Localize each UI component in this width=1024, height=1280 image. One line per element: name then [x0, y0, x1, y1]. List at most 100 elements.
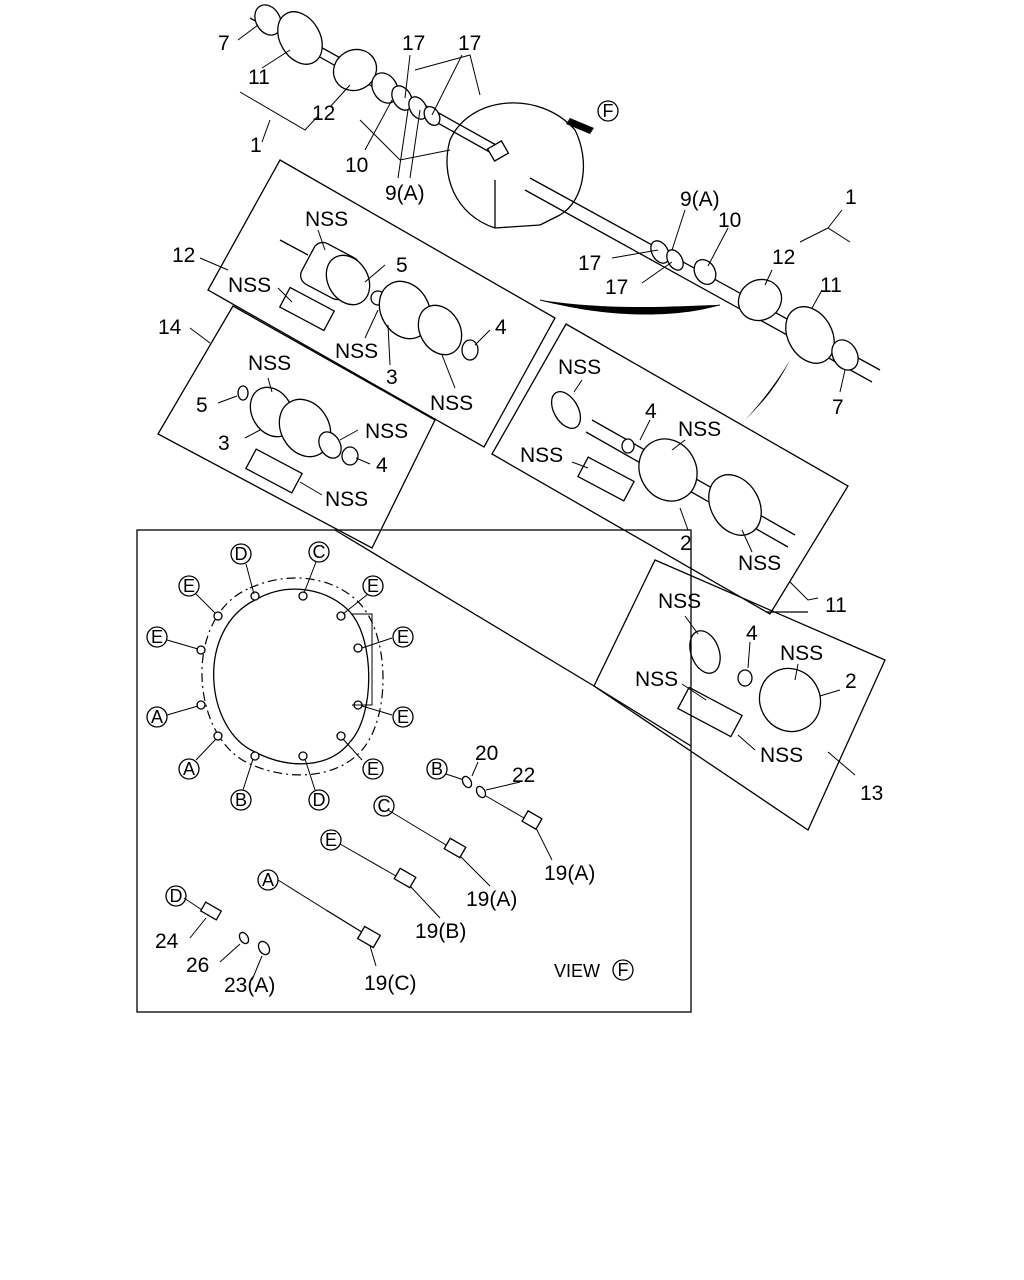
label-5: 5 [196, 394, 208, 417]
label-19a: 19(A) [544, 862, 595, 885]
nss-label: NSS [325, 488, 368, 511]
label-1: 1 [250, 134, 262, 157]
svg-text:E: E [367, 759, 379, 779]
label-4: 4 [376, 454, 388, 477]
hole-letter-e: E [362, 758, 384, 780]
nss-label: NSS [365, 420, 408, 443]
hole-letter-c: C [308, 541, 330, 563]
view-title: VIEW [554, 961, 600, 981]
hole-letter-e: E [392, 626, 414, 648]
view-letter: F [618, 960, 629, 980]
nss-label: NSS [635, 668, 678, 691]
direction-letter: F [603, 101, 614, 121]
nss-label: NSS [780, 642, 823, 665]
label-19c: 19(C) [364, 972, 417, 995]
box-label-11: 11 [825, 594, 847, 617]
kit-box-13: 13 [593, 559, 886, 831]
svg-text:C: C [313, 542, 326, 562]
label-17: 17 [578, 252, 601, 275]
nss-label: NSS [335, 340, 378, 363]
nss-label: NSS [228, 274, 271, 297]
box-label-12: 12 [172, 244, 195, 267]
label-3: 3 [218, 432, 230, 455]
direction-arrow: F [566, 100, 619, 134]
label-11: 11 [820, 274, 842, 297]
fastener-letter-c: C [373, 795, 395, 817]
fastener-letter-e: E [320, 829, 342, 851]
svg-text:A: A [151, 707, 163, 727]
kit-box-12: 12 [172, 159, 556, 448]
svg-text:A: A [183, 759, 195, 779]
hole-letter-e: E [362, 575, 384, 597]
nss-label: NSS [658, 590, 701, 613]
nss-label: NSS [760, 744, 803, 767]
label-17: 17 [458, 32, 481, 55]
kit-box-14: 14 [157, 305, 436, 549]
nss-label: NSS [738, 552, 781, 575]
label-7: 7 [832, 396, 844, 419]
label-23a: 23(A) [224, 974, 275, 997]
box-label-13: 13 [860, 782, 883, 805]
hole-letter-e: E [146, 626, 168, 648]
svg-text:E: E [325, 830, 337, 850]
fastener-letter-b: B [426, 758, 448, 780]
hole-letter-a: A [178, 758, 200, 780]
label-4: 4 [495, 316, 507, 339]
label-12: 12 [312, 102, 335, 125]
svg-text:E: E [367, 576, 379, 596]
label-5: 5 [396, 254, 408, 277]
left-drive-shaft [249, 4, 510, 162]
svg-text:B: B [235, 790, 247, 810]
right-drive-shaft [524, 177, 881, 420]
label-17: 17 [605, 276, 628, 299]
nss-label: NSS [248, 352, 291, 375]
hole-letter-a: A [146, 706, 168, 728]
hole-letter-e: E [178, 575, 200, 597]
label-10: 10 [345, 154, 368, 177]
upper-callouts [237, 24, 851, 393]
svg-text:D: D [313, 790, 326, 810]
nss-label: NSS [520, 444, 563, 467]
svg-text:D: D [170, 886, 183, 906]
svg-text:C: C [378, 796, 391, 816]
svg-text:A: A [262, 870, 274, 890]
label-7: 7 [218, 32, 230, 55]
label-9a: 9(A) [385, 182, 425, 205]
nss-label: NSS [305, 208, 348, 231]
label-9a: 9(A) [680, 188, 720, 211]
box-label-14: 14 [158, 316, 182, 339]
nss-label: NSS [678, 418, 721, 441]
hole-letter-e: E [392, 706, 414, 728]
label-2: 2 [845, 670, 857, 693]
label-24: 24 [155, 930, 179, 953]
nss-label: NSS [558, 356, 601, 379]
label-12: 12 [772, 246, 795, 269]
nss-label: NSS [430, 392, 473, 415]
svg-text:B: B [431, 759, 443, 779]
label-22: 22 [512, 764, 535, 787]
svg-text:D: D [235, 544, 248, 564]
svg-text:E: E [151, 627, 163, 647]
flange-outline [166, 561, 393, 791]
label-19a: 19(A) [466, 888, 517, 911]
label-1: 1 [845, 186, 857, 209]
fastener-letter-a: A [257, 869, 279, 891]
label-11: 11 [248, 66, 270, 89]
fastener-letter-d: D [165, 885, 187, 907]
label-20: 20 [475, 742, 498, 765]
label-19b: 19(B) [415, 920, 466, 943]
label-4: 4 [746, 622, 758, 645]
label-26: 26 [186, 954, 209, 977]
view-caption: VIEW F [554, 959, 634, 981]
hole-letter-d: D [308, 789, 330, 811]
label-2: 2 [680, 532, 692, 555]
fasteners [183, 761, 553, 981]
kit-box-11: 11 [491, 323, 849, 617]
view-f-panel [136, 529, 808, 1013]
hole-letter-b: B [230, 789, 252, 811]
label-4: 4 [645, 400, 657, 423]
label-10: 10 [718, 209, 741, 232]
label-17: 17 [402, 32, 425, 55]
label-3: 3 [386, 366, 398, 389]
